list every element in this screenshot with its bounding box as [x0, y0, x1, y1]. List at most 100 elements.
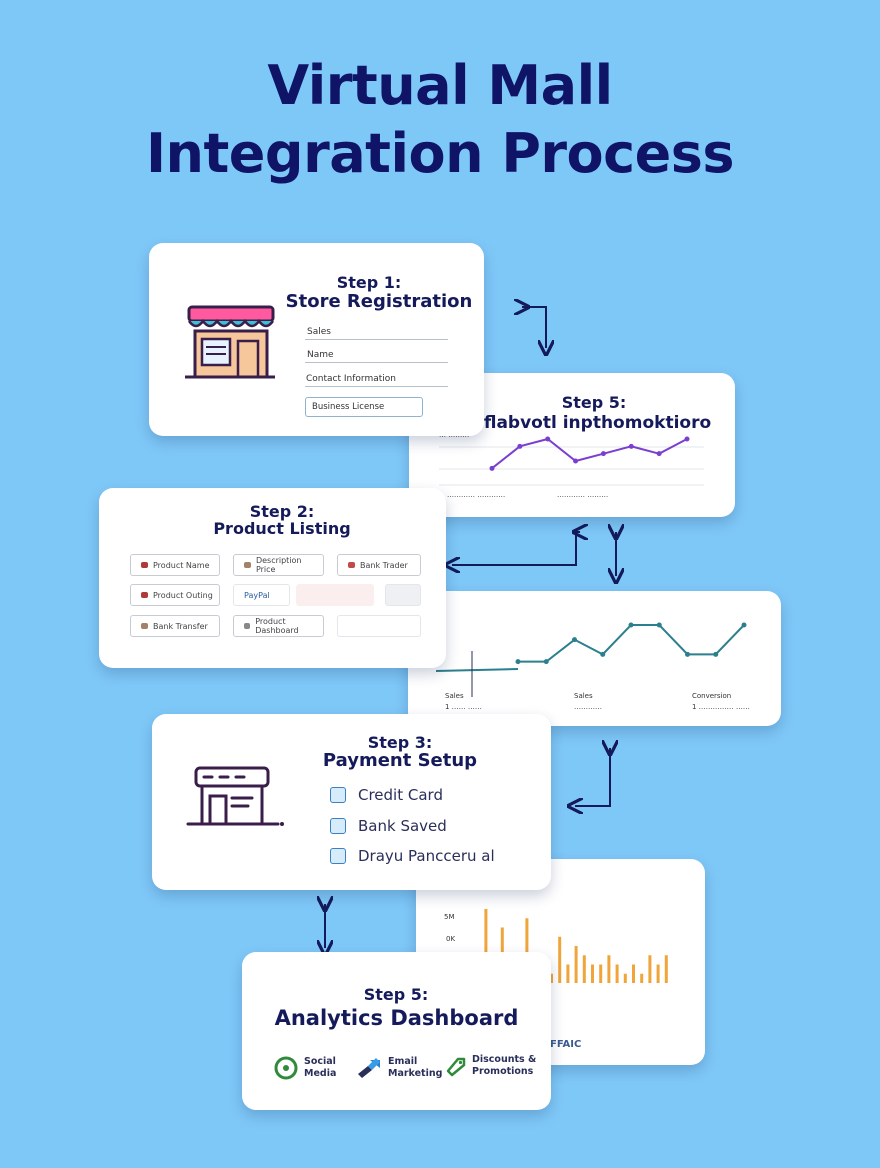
field-label-contact: Contact Information — [306, 374, 396, 384]
bar-17 — [607, 955, 611, 983]
data-point-3 — [573, 458, 579, 464]
data-point-3 — [600, 651, 606, 657]
pill-product-dashboard[interactable]: Product Dashboard — [233, 615, 324, 637]
step5-top-num: Step 5: — [561, 393, 627, 412]
option-label: Bank Saved — [358, 817, 447, 835]
pill-blurred-3[interactable] — [337, 615, 421, 637]
series-line — [491, 437, 688, 470]
pill-product-outing[interactable]: Product Outing — [130, 584, 220, 606]
chart-bottom-y-label-2: 0K — [446, 935, 456, 943]
option-drayu[interactable]: Drayu Pancceru al — [330, 847, 495, 865]
pill-label: Product Dashboard — [255, 617, 299, 635]
data-point-4 — [600, 451, 606, 457]
pill-bank-transfer[interactable]: Bank Transfer — [130, 615, 220, 637]
bar-15 — [591, 964, 594, 983]
data-point-7 — [713, 651, 719, 657]
chart-mid-label-1: Sales — [445, 692, 464, 700]
step3-card: Step 3: Payment Setup Credit Card Bank S… — [152, 714, 551, 890]
field-line-contact[interactable] — [305, 386, 448, 387]
chart-mid-label-4: ………… — [574, 703, 602, 711]
data-point-0 — [515, 659, 521, 665]
arrow-1 — [522, 307, 546, 348]
channel-label-2: Marketing — [388, 1068, 443, 1079]
social-media-icon — [274, 1056, 298, 1080]
pill-bank-trader[interactable]: Bank Trader — [337, 554, 421, 576]
page-title: Virtual Mall Integration Process — [0, 52, 880, 188]
data-point-5 — [628, 443, 634, 449]
step3-name: Payment Setup — [322, 750, 478, 771]
checkbox[interactable] — [330, 848, 346, 864]
channel-label-1: Social — [304, 1056, 336, 1067]
data-point-1 — [543, 659, 549, 665]
channel-label-1: Email — [388, 1056, 418, 1067]
step1-name: Store Registration — [285, 291, 473, 312]
option-label: Credit Card — [358, 786, 443, 804]
bar-23 — [656, 964, 660, 983]
bar-2 — [484, 909, 488, 983]
option-bank-saved[interactable]: Bank Saved — [330, 817, 447, 835]
bar-7 — [525, 918, 529, 983]
field-line-sales[interactable] — [305, 339, 448, 340]
channel-discounts-promotions[interactable]: Discounts &Promotions — [444, 1054, 536, 1078]
bar-18 — [615, 964, 619, 983]
checkbox[interactable] — [330, 818, 346, 834]
title-line-2: Integration Process — [145, 122, 735, 185]
option-label: Drayu Pancceru al — [358, 847, 495, 865]
bar-11 — [558, 936, 562, 983]
chart-mid-label-2: 1 …… …… — [445, 703, 482, 711]
data-point-6 — [656, 451, 662, 457]
data-point-4 — [628, 622, 634, 628]
field-label-sales: Sales — [307, 327, 331, 337]
checkbox[interactable] — [330, 787, 346, 803]
pill-product-name[interactable]: Product Name — [130, 554, 220, 576]
bar-20 — [632, 964, 635, 983]
pill-blurred-1[interactable] — [296, 584, 374, 606]
bar-10 — [550, 973, 553, 983]
pill-label: Bank Trader — [360, 560, 408, 570]
channel-label-2: Promotions — [472, 1066, 534, 1077]
channel-label-2: Media — [304, 1068, 337, 1079]
arrow-2 — [452, 532, 580, 565]
data-point-2 — [572, 637, 577, 643]
step5-top-line-chart — [439, 436, 704, 486]
chart-mid-line-chart — [435, 622, 747, 697]
step5-top-label-a: ………… ………… — [447, 491, 506, 499]
data-point-5 — [656, 622, 662, 628]
chart-mid-card: Sales 1 …… …… Sales ………… Conversion 1 ……… — [408, 591, 781, 726]
step5-top-name: …flabvotl inpthomoktioro — [466, 413, 712, 433]
pill-paypal[interactable]: PayPal — [233, 584, 290, 606]
pill-label: Description Price — [255, 556, 302, 574]
option-credit-card[interactable]: Credit Card — [330, 786, 443, 804]
pill-blurred-2[interactable] — [385, 584, 421, 606]
bar-13 — [574, 946, 578, 983]
bar-21 — [640, 973, 644, 983]
step3-num: Step 3: — [367, 733, 433, 752]
chart-mid-label-3: Sales — [574, 692, 593, 700]
payment-terminal-icon — [186, 766, 284, 826]
chart-mid-label-5: Conversion — [692, 692, 732, 700]
series-lead-line — [435, 668, 519, 672]
step5-top-grid — [439, 446, 704, 486]
chart-bottom-footer: FFAIC — [550, 1039, 582, 1050]
field-label-name: Name — [307, 350, 334, 360]
data-point-7 — [684, 436, 690, 442]
field-line-name[interactable] — [305, 362, 448, 363]
email-marketing-icon — [358, 1058, 380, 1078]
bar-14 — [582, 955, 586, 983]
pill-label: Bank Transfer — [153, 621, 208, 631]
title-line-1: Virtual Mall — [267, 54, 613, 117]
step2-num: Step 2: — [249, 502, 315, 521]
chart-bottom-y-label-1: 5M — [444, 913, 455, 921]
business-license-input[interactable]: Business License — [305, 397, 423, 417]
channel-label-1: Discounts & — [472, 1054, 537, 1065]
data-point-2 — [545, 436, 551, 442]
step2-name: Product Listing — [213, 519, 351, 538]
bar-24 — [664, 955, 668, 983]
step1-num: Step 1: — [336, 273, 402, 292]
pill-description-price[interactable]: Description Price — [233, 554, 324, 576]
step1-card: Step 1: Store Registration Sales Name Co… — [149, 243, 484, 436]
